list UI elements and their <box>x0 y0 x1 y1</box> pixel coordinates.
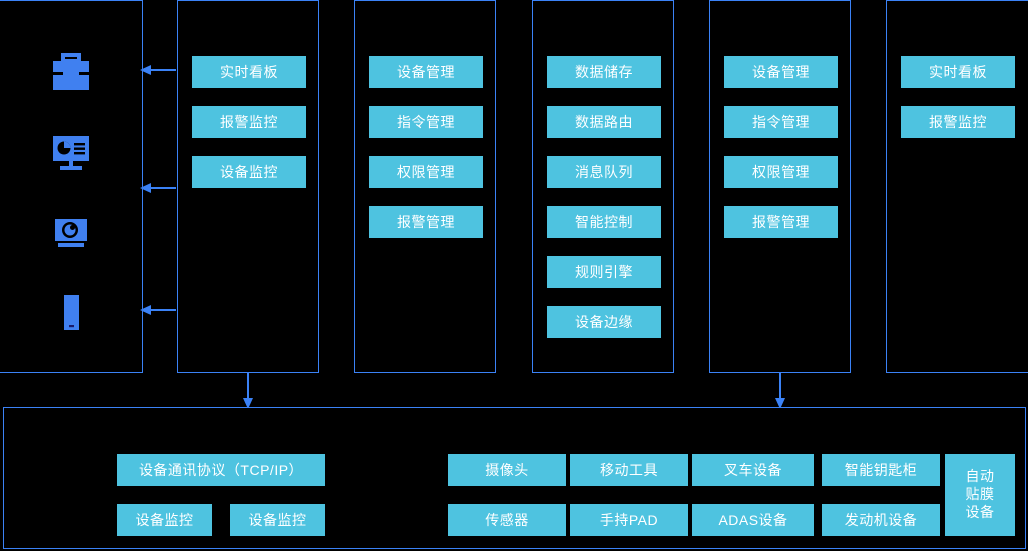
mobile-phone-icon <box>47 289 95 337</box>
box-auto-film-equipment[interactable]: 自动 贴膜 设备 <box>945 454 1015 536</box>
box-device-management[interactable]: 设备管理 <box>369 56 483 88</box>
panel-management-platform-2: 设备管理 指令管理 权限管理 报警管理 <box>709 0 851 373</box>
panel-realtime-monitoring-2: 实时看板 报警监控 <box>886 0 1028 373</box>
box-alarm-monitoring-2[interactable]: 报警监控 <box>901 106 1015 138</box>
box-rule-engine[interactable]: 规则引擎 <box>547 256 661 288</box>
box-command-management-2[interactable]: 指令管理 <box>724 106 838 138</box>
box-smart-key-cabinet[interactable]: 智能钥匙柜 <box>822 454 940 486</box>
box-auto-film-line-2: 贴膜 <box>965 486 995 503</box>
box-handheld-pad[interactable]: 手持PAD <box>570 504 688 536</box>
box-device-monitoring[interactable]: 设备监控 <box>192 156 306 188</box>
box-camera[interactable]: 摄像头 <box>448 454 566 486</box>
arrow-left-icon <box>140 64 177 76</box>
box-forklift-equipment[interactable]: 叉车设备 <box>692 454 814 486</box>
box-data-storage[interactable]: 数据储存 <box>547 56 661 88</box>
box-device-monitoring-a[interactable]: 设备监控 <box>117 504 212 536</box>
panel-management-platform: 设备管理 指令管理 权限管理 报警管理 <box>354 0 496 373</box>
arrow-left-icon <box>140 304 177 316</box>
arrow-down-icon <box>773 372 787 410</box>
box-message-queue[interactable]: 消息队列 <box>547 156 661 188</box>
box-engine-equipment[interactable]: 发动机设备 <box>822 504 940 536</box>
box-permission-management-2[interactable]: 权限管理 <box>724 156 838 188</box>
box-data-routing[interactable]: 数据路由 <box>547 106 661 138</box>
box-alarm-monitoring[interactable]: 报警监控 <box>192 106 306 138</box>
camera-icon <box>47 209 95 257</box>
box-alarm-management-2[interactable]: 报警管理 <box>724 206 838 238</box>
box-realtime-dashboard-2[interactable]: 实时看板 <box>901 56 1015 88</box>
box-alarm-management[interactable]: 报警管理 <box>369 206 483 238</box>
box-command-management[interactable]: 指令管理 <box>369 106 483 138</box>
box-sensor[interactable]: 传感器 <box>448 504 566 536</box>
box-device-management-2[interactable]: 设备管理 <box>724 56 838 88</box>
box-permission-management[interactable]: 权限管理 <box>369 156 483 188</box>
box-mobile-tool[interactable]: 移动工具 <box>570 454 688 486</box>
box-adas-equipment[interactable]: ADAS设备 <box>692 504 814 536</box>
desktop-monitor-icon <box>47 129 95 177</box>
box-device-edge[interactable]: 设备边缘 <box>547 306 661 338</box>
panel-device-layer: 设备通讯协议（TCP/IP） 设备监控 设备监控 摄像头 移动工具 叉车设备 智… <box>3 407 1026 549</box>
toolbox-icon <box>47 49 95 97</box>
panel-data-services: 数据储存 数据路由 消息队列 智能控制 规则引擎 设备边缘 <box>532 0 674 373</box>
panel-clients <box>0 0 143 373</box>
arrow-left-icon <box>140 182 177 194</box>
box-auto-film-line-3: 设备 <box>965 503 995 520</box>
box-device-monitoring-b[interactable]: 设备监控 <box>230 504 325 536</box>
arrow-down-icon <box>241 372 255 410</box>
box-intelligent-control[interactable]: 智能控制 <box>547 206 661 238</box>
panel-realtime-monitoring: 实时看板 报警监控 设备监控 <box>177 0 319 373</box>
box-realtime-dashboard[interactable]: 实时看板 <box>192 56 306 88</box>
box-auto-film-line-1: 自动 <box>965 468 995 485</box>
box-device-communication-protocol[interactable]: 设备通讯协议（TCP/IP） <box>117 454 325 486</box>
